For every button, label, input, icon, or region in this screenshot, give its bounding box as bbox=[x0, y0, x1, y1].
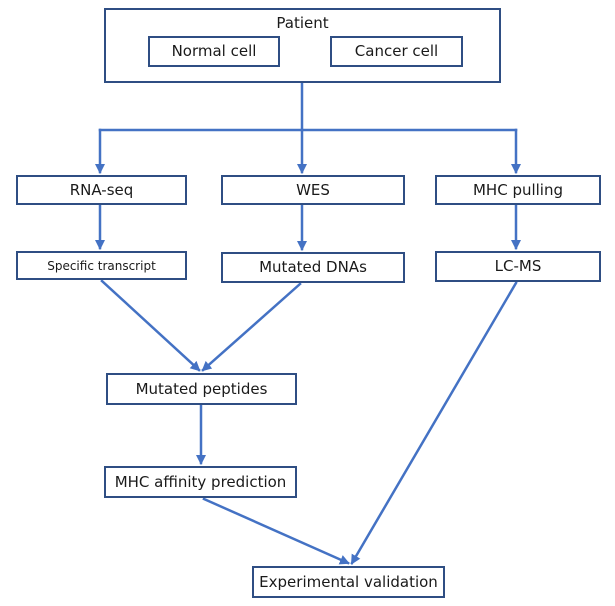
mhc-affinity-prediction-box: MHC affinity prediction bbox=[104, 466, 297, 498]
rna-seq-box: RNA-seq bbox=[16, 175, 187, 205]
cancer-cell-box: Cancer cell bbox=[330, 36, 463, 67]
arrow-dnas-to-peptides bbox=[201, 282, 302, 372]
wes-box: WES bbox=[221, 175, 405, 205]
specific-transcript-box: Specific transcript bbox=[16, 251, 187, 280]
arrow-lcms-to-validation bbox=[350, 281, 518, 565]
mutated-dnas-box: Mutated DNAs bbox=[221, 252, 405, 283]
lc-ms-box: LC-MS bbox=[435, 251, 601, 282]
experimental-validation-box: Experimental validation bbox=[252, 566, 445, 598]
arrow-affinity-to-validation bbox=[202, 497, 350, 565]
mhc-pulling-box: MHC pulling bbox=[435, 175, 601, 205]
arrow-specific-to-peptides bbox=[100, 279, 201, 372]
mutated-peptides-box: Mutated peptides bbox=[106, 373, 297, 405]
normal-cell-box: Normal cell bbox=[148, 36, 280, 67]
patient-title: Patient bbox=[276, 14, 329, 32]
